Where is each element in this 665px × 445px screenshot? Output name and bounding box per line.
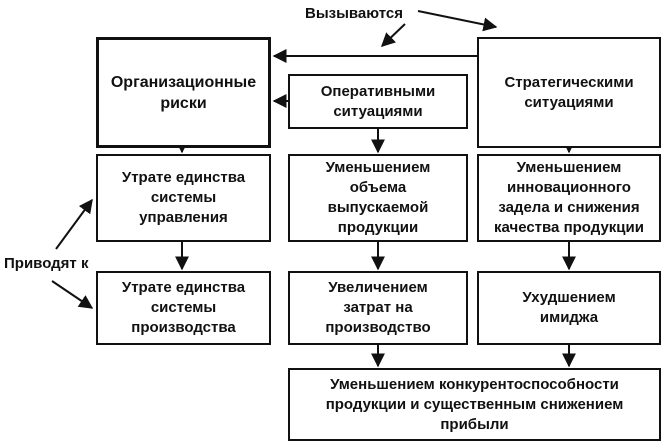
box-production-unity-loss: Утрате единства системы производства <box>96 271 271 345</box>
called-label: Вызываются <box>305 5 403 22</box>
box-label: Уменьшением объема выпускаемой продукции <box>325 159 431 236</box>
box-output-volume-decrease: Уменьшением объема выпускаемой продукции <box>288 154 468 242</box>
arrow-lead-down <box>51 280 94 309</box>
box-label: Увеличением затрат на производство <box>325 279 431 336</box>
box-label: Организационные риски <box>110 73 257 112</box>
box-label: Оперативными ситуациями <box>320 82 436 120</box>
box-label: Уменьшением инновационного задела и сниж… <box>494 159 644 236</box>
box-innovation-decrease: Уменьшением инновационного задела и сниж… <box>477 154 661 242</box>
box-label: Утрате единства системы производства <box>121 279 246 336</box>
box-organizational-risks: Организационные риски <box>96 37 271 148</box>
box-image-deterioration: Ухудшением имиджа <box>477 271 661 345</box>
box-competitiveness-decrease: Уменьшением конкурентоспособности продук… <box>288 368 661 441</box>
box-label: Уменьшением конкурентоспособности продук… <box>325 375 624 433</box>
box-label: Утрате единства системы управления <box>121 169 246 226</box>
box-label: Ухудшением имиджа <box>522 289 616 326</box>
box-operational-situations: Оперативными ситуациями <box>288 74 468 129</box>
box-cost-increase: Увеличением затрат на производство <box>288 271 468 345</box>
box-label: Стратегическими ситуациями <box>504 73 634 111</box>
lead-to-label: Приводят к <box>4 255 89 272</box>
arrow-called-left <box>380 23 406 47</box>
box-management-unity-loss: Утрате единства системы управления <box>96 154 271 242</box>
box-strategic-situations: Стратегическими ситуациями <box>477 37 661 148</box>
arrow-called-right <box>417 10 498 32</box>
arrow-lead-up <box>55 198 93 250</box>
